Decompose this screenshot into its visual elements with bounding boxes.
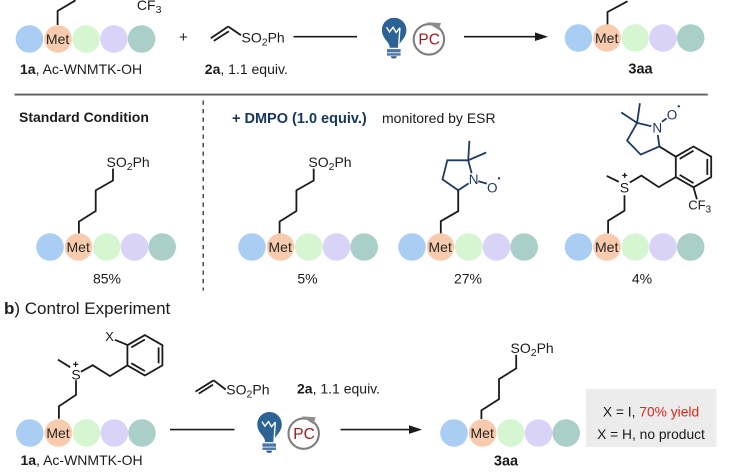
svg-text:S: S bbox=[620, 179, 629, 195]
svg-text:SO2Ph: SO2Ph bbox=[242, 29, 285, 48]
svg-text:5%: 5% bbox=[297, 271, 317, 287]
svg-text:monitored by ESR: monitored by ESR bbox=[382, 110, 496, 126]
svg-text:85%: 85% bbox=[93, 271, 121, 287]
svg-text:27%: 27% bbox=[454, 271, 482, 287]
svg-text:SO2Ph: SO2Ph bbox=[308, 154, 351, 173]
svg-text:+: + bbox=[179, 29, 188, 46]
svg-text:CF3: CF3 bbox=[137, 0, 162, 16]
svg-text:X: X bbox=[105, 329, 114, 344]
svg-text:X = I, 70% yield: X = I, 70% yield bbox=[603, 405, 699, 420]
svg-text:SO2Ph: SO2Ph bbox=[226, 381, 269, 400]
svg-text:3aa: 3aa bbox=[494, 454, 519, 470]
svg-text:1a, Ac-WNMTK-OH: 1a, Ac-WNMTK-OH bbox=[20, 61, 142, 77]
svg-text:2a, 1.1 equiv.: 2a, 1.1 equiv. bbox=[205, 61, 288, 77]
svg-text:O: O bbox=[667, 108, 678, 123]
svg-text:SO2Ph: SO2Ph bbox=[511, 340, 554, 359]
svg-text:N: N bbox=[652, 121, 662, 136]
svg-text:+ DMPO (1.0 equiv.): + DMPO (1.0 equiv.) bbox=[232, 111, 367, 127]
svg-text:X = H, no product: X = H, no product bbox=[597, 427, 705, 442]
svg-text:SO2Ph: SO2Ph bbox=[107, 154, 150, 173]
svg-text:3aa: 3aa bbox=[628, 62, 653, 78]
svg-text:1a, Ac-WNMTK-OH: 1a, Ac-WNMTK-OH bbox=[21, 452, 143, 468]
svg-text:Standard Condition: Standard Condition bbox=[19, 109, 149, 125]
svg-text:O: O bbox=[487, 181, 498, 196]
svg-text:4%: 4% bbox=[632, 271, 652, 287]
svg-text:b) Control Experiment: b) Control Experiment bbox=[4, 299, 171, 318]
svg-text:2a, 1.1 equiv.: 2a, 1.1 equiv. bbox=[297, 380, 380, 396]
svg-text:S: S bbox=[71, 367, 80, 383]
svg-text:CF3: CF3 bbox=[688, 198, 711, 216]
svg-text:N: N bbox=[469, 172, 479, 187]
